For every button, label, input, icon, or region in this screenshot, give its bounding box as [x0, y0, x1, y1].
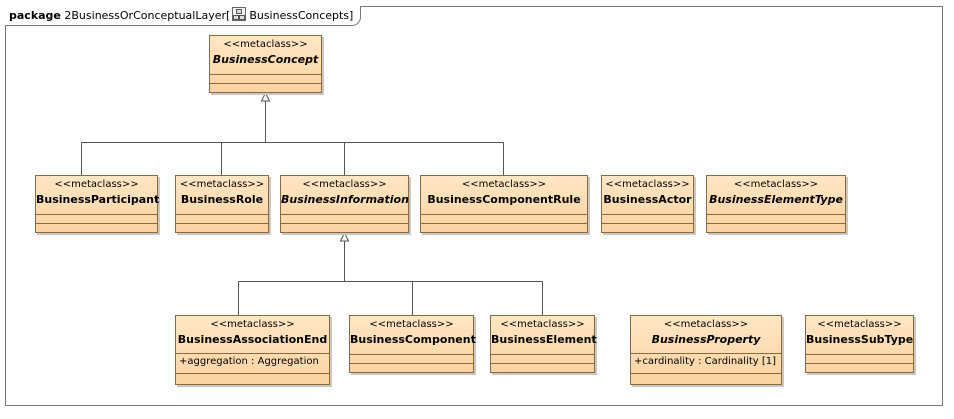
- class-business-actor[interactable]: <<metaclass>> BusinessActor: [601, 175, 694, 233]
- operation-compartment-divider: [210, 83, 321, 84]
- operation-compartment-divider: [350, 363, 473, 364]
- stereotype-label: <<metaclass>>: [302, 179, 387, 190]
- class-business-element[interactable]: <<metaclass>> BusinessElement: [490, 315, 597, 373]
- stereotype-label: <<metaclass>>: [663, 319, 749, 330]
- attribute-compartment-divider: [806, 354, 913, 355]
- attribute-compartment-divider: [350, 354, 473, 355]
- stereotype-label: <<metaclass>>: [733, 179, 819, 190]
- class-diagram-icon: [232, 7, 247, 21]
- generalization-tree-business-concept[interactable]: [81, 91, 504, 175]
- operation-compartment-divider: [602, 223, 693, 224]
- package-name: 2BusinessOrConceptualLayer: [64, 9, 227, 22]
- class-business-participant[interactable]: <<metaclass>> BusinessParticipant: [35, 175, 160, 233]
- class-business-sub-type[interactable]: <<metaclass>> BusinessSubType: [805, 315, 914, 373]
- attribute-compartment-divider: [281, 214, 408, 215]
- operation-compartment-divider: [36, 223, 157, 224]
- package-tab[interactable]: package 2BusinessOrConceptualLayer[Busin…: [5, 6, 362, 26]
- class-name: BusinessActor: [603, 193, 692, 206]
- class-name: BusinessComponent: [350, 333, 476, 346]
- operation-compartment-divider: [176, 373, 329, 374]
- attribute-aggregation: +aggregation : Aggregation: [179, 356, 319, 367]
- stereotype-label: <<metaclass>>: [54, 179, 139, 190]
- attribute-compartment-divider: [631, 353, 781, 354]
- class-name: BusinessParticipant: [36, 193, 160, 206]
- stereotype-label: <<metaclass>>: [500, 319, 585, 330]
- class-name: BusinessConcept: [212, 53, 319, 66]
- operation-compartment-divider: [421, 223, 587, 224]
- generalization-tree-business-information[interactable]: [238, 231, 543, 315]
- attribute-compartment-divider: [421, 214, 587, 215]
- operation-compartment-divider: [176, 223, 268, 224]
- generalization-arrowhead: [260, 91, 271, 102]
- attribute-compartment-divider: [176, 353, 329, 354]
- package-keyword: package: [9, 9, 61, 22]
- class-name: BusinessProperty: [651, 333, 761, 346]
- attribute-compartment-divider: [36, 214, 157, 215]
- attribute-compartment-divider: [707, 214, 845, 215]
- class-business-role[interactable]: <<metaclass>> BusinessRole: [175, 175, 269, 233]
- class-business-property[interactable]: <<metaclass>> BusinessProperty +cardinal…: [630, 315, 782, 385]
- attribute-compartment-divider: [602, 214, 693, 215]
- operation-compartment-divider: [281, 223, 408, 224]
- class-business-component-rule[interactable]: <<metaclass>> BusinessComponentRule: [420, 175, 588, 233]
- diagram-name: BusinessConcepts: [249, 9, 350, 22]
- operation-compartment-divider: [631, 373, 781, 374]
- class-name: BusinessAssociationEnd: [177, 333, 328, 346]
- class-business-association-end[interactable]: <<metaclass>> BusinessAssociationEnd +ag…: [175, 315, 330, 385]
- class-business-component[interactable]: <<metaclass>> BusinessComponent: [349, 315, 476, 373]
- class-name: BusinessElement: [491, 333, 597, 346]
- class-business-element-type[interactable]: <<metaclass>> BusinessElementType: [706, 175, 846, 233]
- class-name: BusinessElementType: [709, 193, 843, 206]
- class-name: BusinessInformation: [281, 193, 409, 206]
- stereotype-label: <<metaclass>>: [179, 179, 265, 190]
- stereotype-label: <<metaclass>>: [605, 179, 690, 190]
- stereotype-label: <<metaclass>>: [223, 39, 308, 50]
- class-business-information[interactable]: <<metaclass>> BusinessInformation: [280, 175, 409, 233]
- attribute-cardinality: +cardinality : Cardinality [1]: [634, 356, 777, 367]
- operation-compartment-divider: [707, 223, 845, 224]
- class-name: BusinessSubType: [806, 333, 914, 346]
- class-name: BusinessComponentRule: [427, 193, 581, 206]
- attribute-compartment-divider: [176, 214, 268, 215]
- class-business-concept[interactable]: <<metaclass>> BusinessConcept: [209, 35, 322, 93]
- attribute-compartment-divider: [210, 74, 321, 75]
- stereotype-label: <<metaclass>>: [817, 319, 902, 330]
- attribute-compartment-divider: [491, 354, 594, 355]
- package-frame: [5, 6, 943, 406]
- stereotype-label: <<metaclass>>: [210, 319, 295, 330]
- generalization-arrowhead: [339, 231, 350, 242]
- stereotype-label: <<metaclass>>: [461, 179, 547, 190]
- operation-compartment-divider: [806, 363, 913, 364]
- stereotype-label: <<metaclass>>: [369, 319, 454, 330]
- operation-compartment-divider: [491, 363, 594, 364]
- class-name: BusinessRole: [180, 193, 264, 206]
